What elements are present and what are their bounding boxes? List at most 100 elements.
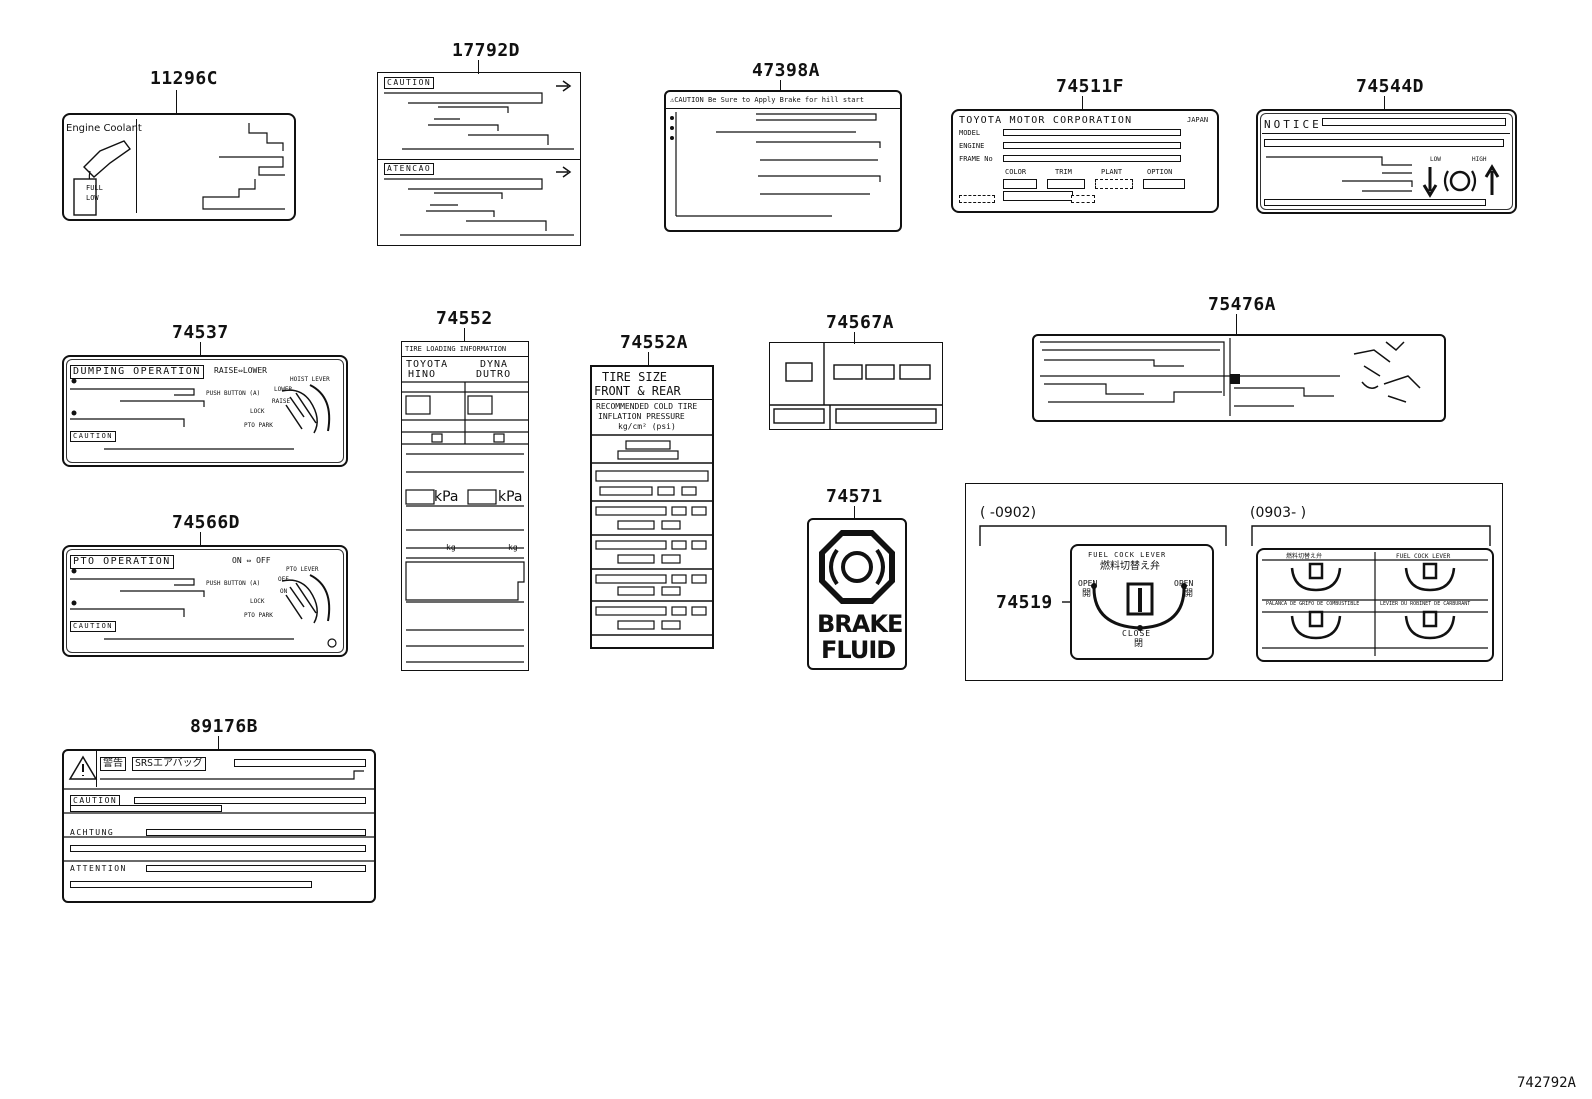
divider [378,159,580,160]
field-box [959,195,995,203]
leader-line [854,332,855,344]
tire-size-grid [592,434,712,636]
divider [592,399,712,400]
label-vin-plate[interactable]: TOYOTA MOTOR CORPORATION JAPAN MODEL ENG… [951,109,1219,213]
part-number-74544D[interactable]: 74544D [1356,76,1425,97]
part-number-74567A[interactable]: 74567A [826,312,895,333]
model-label: MODEL [959,129,981,137]
label-tire-size[interactable]: TIRE SIZE FRONT & REAR RECOMMENDED COLD … [590,365,714,649]
label-srs-airbag[interactable]: 警告 SRSエアバッグ CAUTION ACHTUNG ATTENTION [62,749,376,903]
brake-fluid-level-icon [1422,164,1500,198]
fluid-text: FLUID [821,636,896,664]
leader-line [176,90,177,114]
notice-text-block [1266,156,1413,192]
lower-label: LOWER [274,386,293,393]
part-number-11296C[interactable]: 11296C [150,68,219,89]
label-caution-atencao[interactable]: CAUTION ATENCAO [377,72,581,246]
hill-warning: ⚠CAUTION [670,96,704,104]
hill-text: Be Sure to Apply Brake for hill start [708,96,864,104]
part-number-74519[interactable]: 74519 [996,592,1053,613]
field-box [1322,118,1506,126]
part-number-17792D[interactable]: 17792D [452,40,521,61]
on-off: ON ⇔ OFF [232,556,271,565]
leader-line [464,328,465,342]
leader-line [1236,314,1237,334]
caution-text-block [384,92,574,150]
fuel-cock-lever-icon [1091,582,1187,631]
part-number-74552[interactable]: 74552 [436,308,493,329]
label-74567A[interactable] [769,342,943,430]
off-label: OFF [278,576,289,583]
fuel-lever-jp: 燃料切替え弁 [1100,561,1160,572]
field-box [1003,155,1181,162]
coolant-text-block [202,123,285,210]
label-notice[interactable]: NOTICE LOW HIGH [1256,109,1517,214]
part-number-74552A[interactable]: 74552A [620,332,689,353]
part-number-47398A[interactable]: 47398A [752,60,821,81]
tire-size-line4: INFLATION PRESSURE [598,412,685,421]
push-button: PUSH BUTTON (A) [206,390,261,397]
divider [1262,133,1510,134]
label-74567A-grid [770,343,942,429]
field-box [1071,195,1095,203]
field-box [70,805,222,812]
label-fuel-cock-old[interactable]: FUEL COCK LEVER 燃料切替え弁 OPEN OPEN 開 開 CLO… [1070,544,1214,660]
label-engine-coolant[interactable]: Engine Coolant FULL LOW [62,113,296,221]
field-box [1003,179,1037,189]
part-number-74571[interactable]: 74571 [826,486,883,507]
leader-line [1082,96,1083,110]
pto-lever: PTO LEVER [286,566,319,573]
brake-fluid-icon [819,530,895,604]
part-number-89176B[interactable]: 89176B [190,716,259,737]
divider [402,356,528,357]
leader-line [200,342,201,356]
divider [136,119,137,213]
label-hill-start[interactable]: ⚠CAUTION Be Sure to Apply Brake for hill… [664,90,902,232]
label-brake-fluid[interactable]: BRAKE FLUID [807,518,907,670]
raise-lower: RAISE⇔LOWER [214,366,267,375]
arrow-icon [556,80,572,92]
label-fuel-cock-new[interactable]: 燃料切替え弁 FUEL COCK LEVER PALANCA DE GRIFO … [1256,548,1494,662]
part-number-74537[interactable]: 74537 [172,322,229,343]
kpa-unit-left: kPa [434,489,459,505]
label-tire-loading-info[interactable]: TIRE LOADING INFORMATION TOYOTA DYNA HIN… [401,341,529,671]
label-75476A-diagram [1040,338,1421,416]
hino-label: HINO [408,369,437,380]
coolant-low: LOW [86,194,99,202]
q-tr-text: FUEL COCK LEVER [1396,553,1451,560]
label-75476A[interactable] [1032,334,1446,422]
label-pto-operation[interactable]: PTO OPERATION ON ⇔ OFF PTO LEVER PUSH BU… [62,545,348,657]
range-after: (0903- ) [1250,505,1307,521]
close-jp: 閉 [1134,639,1144,649]
dump-diagram [70,378,331,450]
trim-label: TRIM [1055,168,1072,176]
fuel-lever-title: FUEL COCK LEVER [1088,551,1167,559]
engine-label: ENGINE [959,142,985,150]
diagram-code: 742792A [1516,1075,1576,1091]
notice-title: NOTICE [1264,118,1322,131]
kpa-unit-right: kPa [498,489,523,505]
q-br-text: LEVIER DU ROBINET DE CARBURANT [1380,601,1471,607]
notice-low: LOW [1430,156,1441,163]
label-dumping-operation[interactable]: DUMPING OPERATION RAISE⇔LOWER HOIST LEVE… [62,355,348,467]
coolant-full: FULL [86,184,103,192]
part-number-74511F[interactable]: 74511F [1056,76,1125,97]
part-number-74566D[interactable]: 74566D [172,512,241,533]
lock-label: LOCK [250,408,265,415]
dump-caution: CAUTION [70,431,117,442]
pto-park-label: PTO PARK [244,422,273,429]
option-label: OPTION [1147,168,1173,176]
divider [666,108,900,109]
country: JAPAN [1187,116,1209,124]
hoist-lever: HOIST LEVER [290,376,330,383]
field-box [1003,191,1073,201]
dump-title: DUMPING OPERATION [70,365,204,379]
part-number-75476A[interactable]: 75476A [1208,294,1277,315]
field-box [1003,142,1181,149]
toyota-label: TOYOTA [406,359,449,370]
coolant-reservoir-icon [73,140,131,216]
dyna-label: DYNA [480,359,509,370]
push-button: PUSH BUTTON (A) [206,580,261,587]
tire-info-title: TIRE LOADING INFORMATION [405,345,507,353]
arrow-icon [556,166,572,178]
